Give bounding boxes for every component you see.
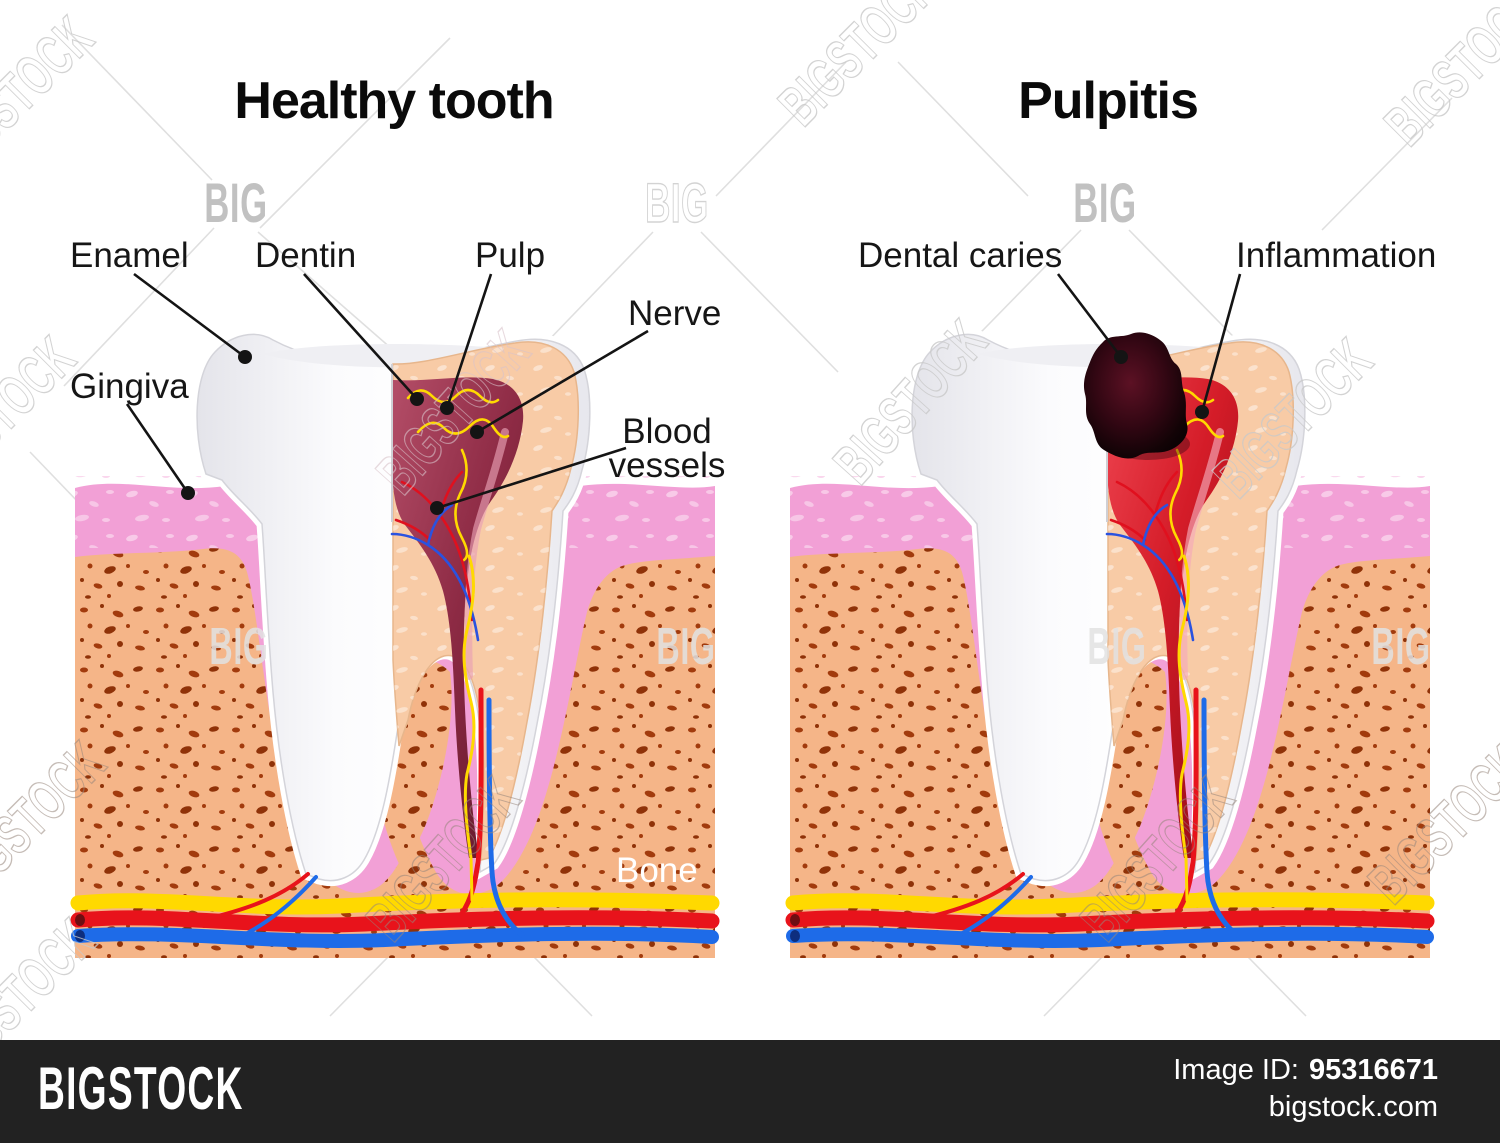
dental-caries-pointer-dot <box>1114 350 1128 364</box>
watermark-bigstock: BIGSTOCK <box>0 325 88 508</box>
bone-label: Bone <box>616 851 698 890</box>
watermark-big: BIG <box>204 172 268 235</box>
watermark-bigstock: BIGSTOCK <box>1373 0 1500 158</box>
pulpitis-title: Pulpitis <box>1018 72 1198 130</box>
blood-vessels-pointer-dot <box>430 501 444 515</box>
gingiva-label: Gingiva <box>70 367 189 406</box>
watermark-big: BIG <box>1073 172 1137 235</box>
healthy-callouts <box>125 272 649 515</box>
pulpitis-callouts <box>1056 273 1242 419</box>
website-url: bigstock.com <box>1268 1091 1438 1123</box>
watermark-big: BIG <box>645 172 709 235</box>
inflammation-pointer-dot <box>1195 405 1209 419</box>
pulp-pointer-dot <box>440 401 454 415</box>
healthy-tooth-title: Healthy tooth <box>234 72 553 130</box>
dentin-pointer-dot <box>410 392 424 406</box>
image-id-label: Image ID: <box>1173 1054 1299 1086</box>
blood-vessels-label-line2: vessels <box>609 446 726 485</box>
image-id-value: 95316671 <box>1308 1054 1438 1086</box>
dental-caries-label: Dental caries <box>858 236 1062 275</box>
tooth-diagram-canvas: BIGSTOCK BIGSTOCK BIGSTOCK BIG BIG BIG B… <box>0 0 1500 1040</box>
watermark-bigstock: BIGSTOCK <box>0 5 106 188</box>
inflammation-label: Inflammation <box>1236 236 1436 275</box>
nerve-label: Nerve <box>628 294 721 333</box>
pulp-label: Pulp <box>475 236 545 275</box>
healthy-tooth-diagram <box>75 334 715 958</box>
nerve-pointer-dot <box>470 425 484 439</box>
bigstock-logo: BIGSTOCK <box>38 1055 244 1122</box>
footer-bar: BIGSTOCK Image ID: 95316671 bigstock.com <box>0 1040 1500 1143</box>
image-id-line: Image ID: 95316671 <box>1173 1052 1438 1089</box>
enamel-pointer-dot <box>238 350 252 364</box>
gingiva-pointer-dot <box>181 486 195 500</box>
enamel-label: Enamel <box>70 236 189 275</box>
blood-vessels-label-line1: Blood <box>622 412 712 451</box>
pulpitis-diagram <box>790 332 1430 958</box>
watermark-bigstock: BIGSTOCK <box>767 0 950 138</box>
dentin-label: Dentin <box>255 236 356 275</box>
dental-caries-lesion <box>1083 332 1188 459</box>
alveolar-vessel-bands <box>75 900 712 942</box>
alveolar-vessel-bands <box>790 900 1427 942</box>
